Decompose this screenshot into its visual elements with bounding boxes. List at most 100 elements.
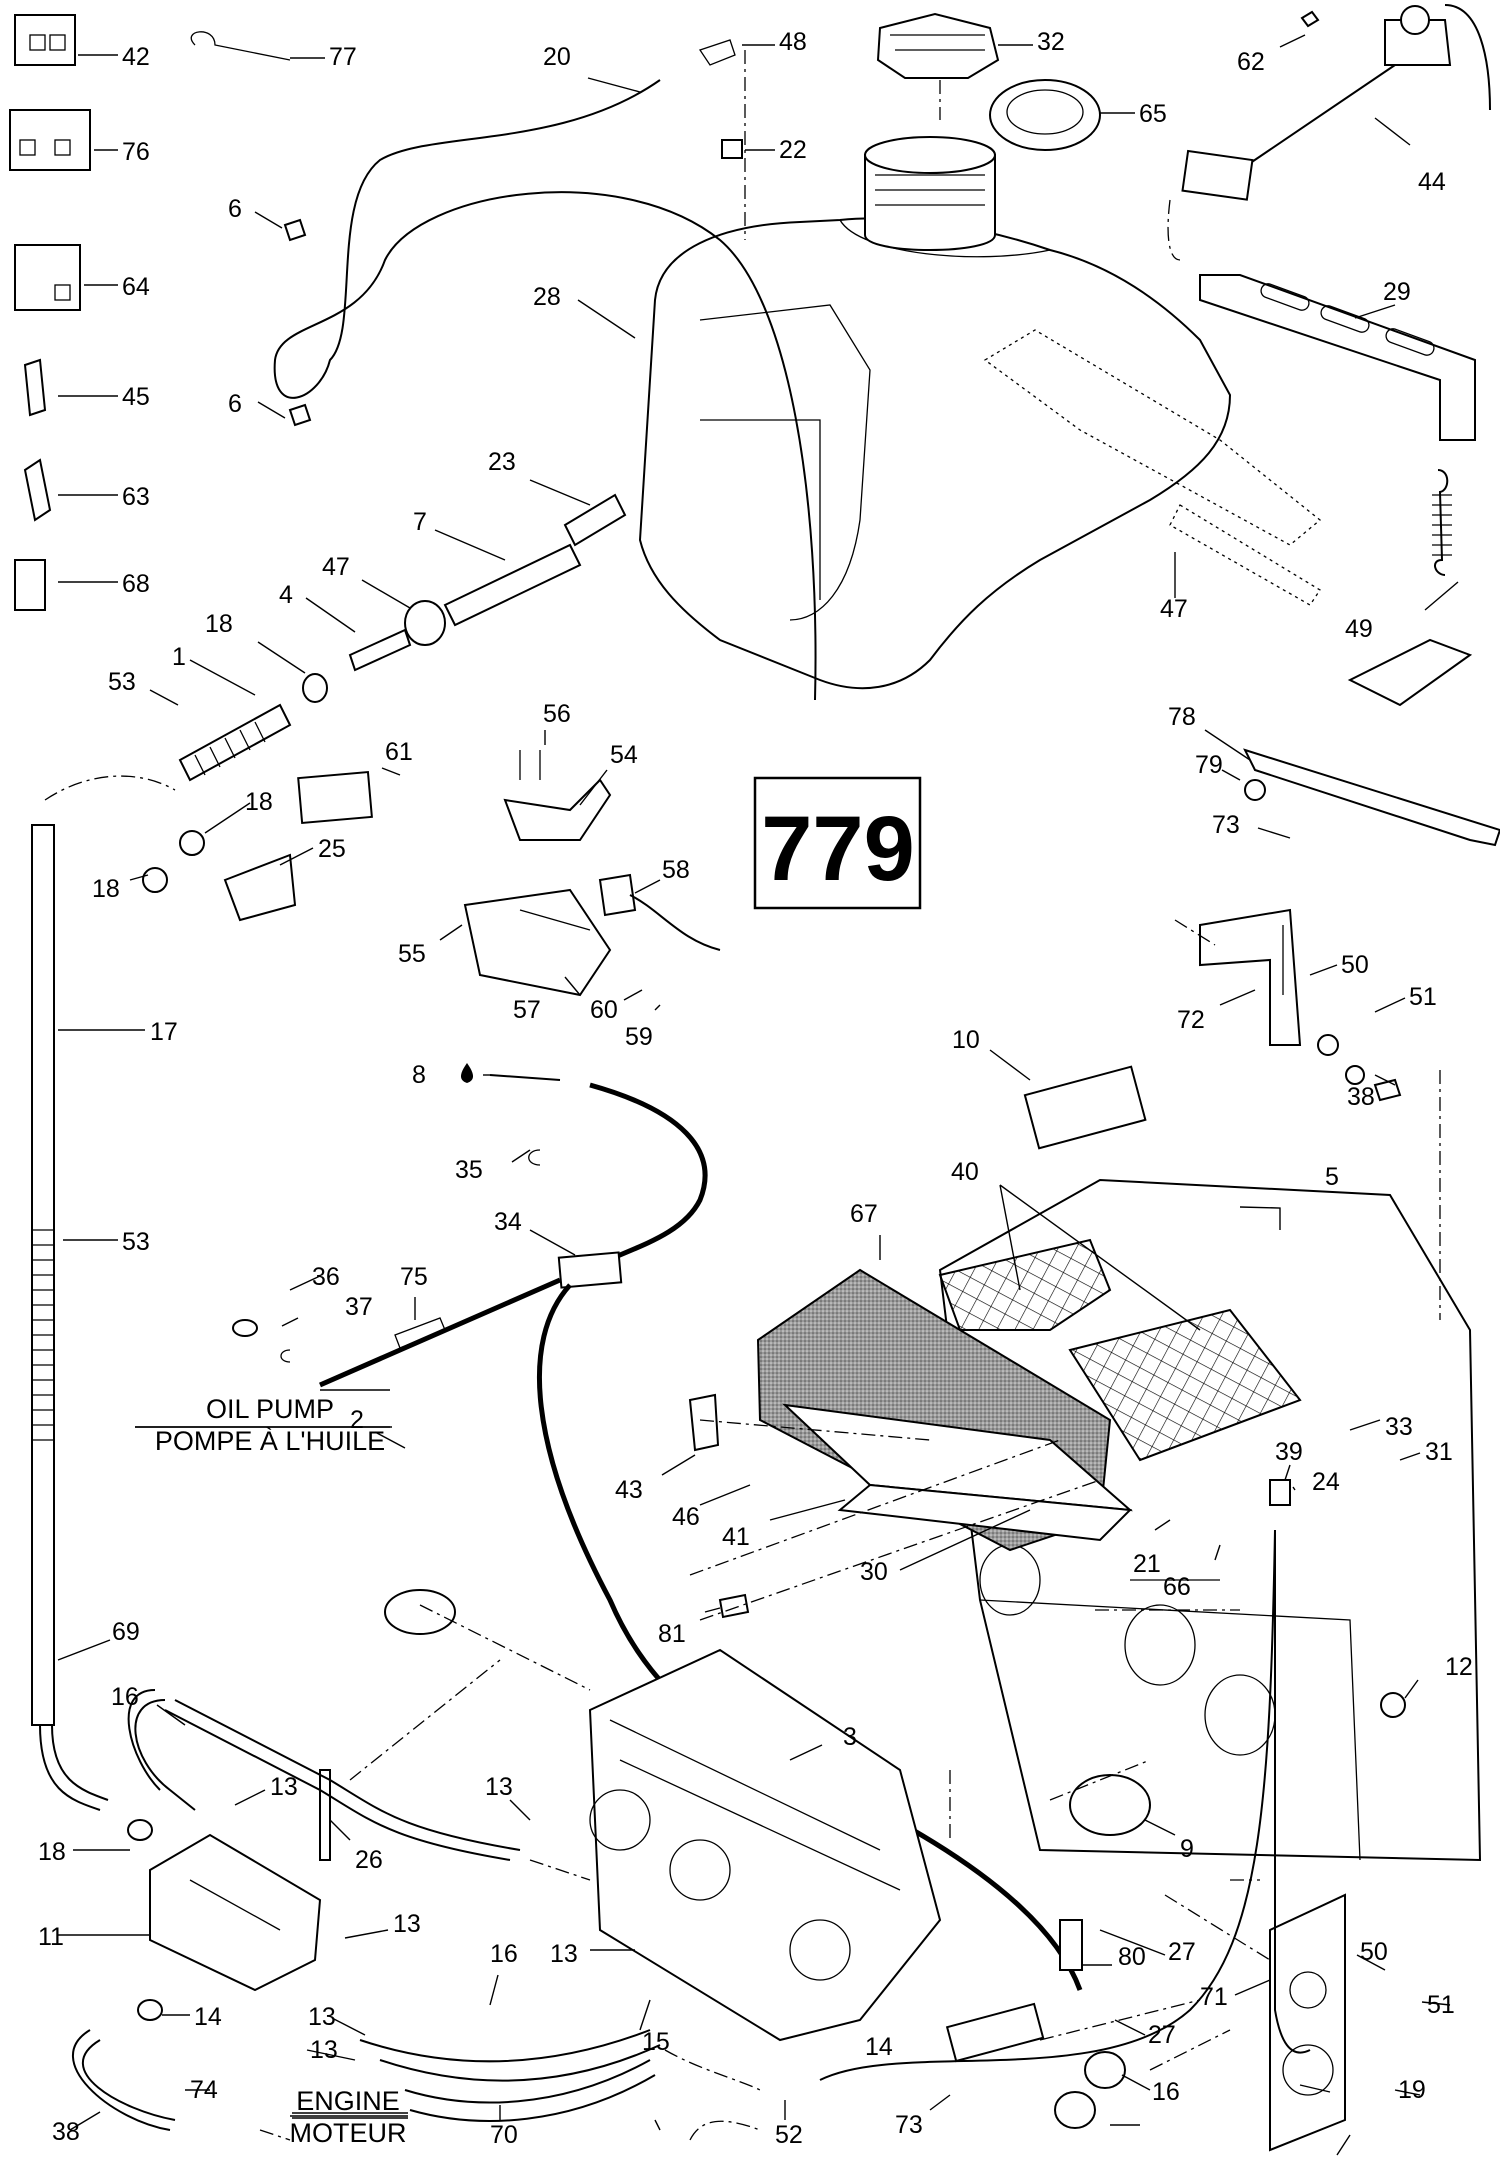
callout: 51: [1409, 983, 1437, 1011]
callout: 40: [951, 1158, 979, 1186]
callout: 29: [1383, 278, 1411, 306]
callout: 31: [1425, 1438, 1453, 1466]
oil-pump-label-en: OIL PUMP: [206, 1394, 334, 1424]
primer-pump: [945, 748, 1500, 2152]
callout: 64: [122, 273, 150, 301]
callout: 79: [1195, 751, 1223, 779]
callout: 6: [228, 390, 242, 418]
callout: 18: [245, 788, 273, 816]
callout: 37: [345, 1293, 373, 1321]
callout: 8: [412, 1061, 426, 1089]
callout: 16: [111, 1683, 139, 1711]
callout: 9: [1180, 1835, 1194, 1863]
callout: 51: [1427, 1991, 1455, 2019]
callout: 3: [843, 1723, 857, 1751]
callout: 5: [1325, 1163, 1339, 1191]
carburetor-bank: [588, 1648, 942, 2042]
callout: 22: [779, 136, 807, 164]
callout: 25: [318, 835, 346, 863]
callout: 63: [122, 483, 150, 511]
callout: 36: [312, 1263, 340, 1291]
callout: 47: [322, 553, 350, 581]
callout: 14: [865, 2033, 893, 2061]
callout: 70: [490, 2121, 518, 2149]
callout: 13: [270, 1773, 298, 1801]
callout: 1: [172, 643, 186, 671]
diagram-title: 779: [761, 798, 915, 900]
engine-label-fr: MOTEUR: [290, 2118, 407, 2148]
callout: 13: [310, 2036, 338, 2064]
callout: 41: [722, 1523, 750, 1551]
callout-numbers: 42 77 20 48 32 62 76 22 65 44 6 64 28 29…: [38, 28, 1473, 2149]
air-silencer: [384, 1178, 1482, 1862]
callout: 45: [122, 383, 150, 411]
callout: 52: [775, 2121, 803, 2149]
callout: 14: [194, 2003, 222, 2031]
throttle-housing: [463, 750, 721, 997]
callout: 27: [1168, 1938, 1196, 1966]
callout: 72: [1177, 1006, 1205, 1034]
connectors: [9, 14, 291, 611]
callout: 27: [1148, 2021, 1176, 2049]
tank-strap: [1199, 274, 1476, 441]
alignment-lines: [259, 50, 1441, 2141]
callout: 73: [895, 2111, 923, 2139]
callout: 65: [1139, 100, 1167, 128]
callout-leaders: [57, 34, 1459, 2156]
callout: 42: [122, 43, 150, 71]
callout: 59: [625, 1023, 653, 1051]
callout: 28: [533, 283, 561, 311]
callout: 53: [122, 1228, 150, 1256]
callout: 26: [355, 1846, 383, 1874]
spring: [1432, 469, 1452, 576]
callout: 18: [92, 875, 120, 903]
callout: 13: [308, 2003, 336, 2031]
oil-pump-label-fr: POMPE À L'HUILE: [155, 1426, 385, 1456]
rubber-pad: [1347, 638, 1473, 707]
callout: 58: [662, 856, 690, 884]
callout: 54: [610, 741, 638, 769]
callout: 75: [400, 1263, 428, 1291]
callout: 17: [150, 1018, 178, 1046]
callout: 15: [642, 2028, 670, 2056]
callout: 48: [779, 28, 807, 56]
callout: 56: [543, 700, 571, 728]
callout: 68: [122, 570, 150, 598]
callout: 16: [1152, 2078, 1180, 2106]
callout: 74: [190, 2076, 218, 2104]
engine-label-en: ENGINE: [296, 2086, 400, 2116]
cap-gasket: [989, 79, 1101, 151]
callout: 57: [513, 996, 541, 1024]
callout: 78: [1168, 703, 1196, 731]
callout: 23: [488, 448, 516, 476]
callout: 80: [1118, 1943, 1146, 1971]
callout: 76: [122, 138, 150, 166]
callout: 61: [385, 738, 413, 766]
callout: 62: [1237, 48, 1265, 76]
callout: 32: [1037, 28, 1065, 56]
callout: 47: [1160, 595, 1188, 623]
fuel-sender: [1181, 4, 1491, 201]
callout: 60: [590, 996, 618, 1024]
callout: 49: [1345, 615, 1373, 643]
callout: 20: [543, 43, 571, 71]
callout: 67: [850, 1200, 878, 1228]
callout: 16: [490, 1940, 518, 1968]
callout: 21: [1133, 1550, 1161, 1578]
fuel-cap: [876, 12, 1000, 79]
diagram-title-box: 779: [753, 776, 922, 910]
callout: 66: [1163, 1573, 1191, 1601]
callout: 6: [228, 195, 242, 223]
callout: 50: [1360, 1938, 1388, 1966]
callout: 50: [1341, 951, 1369, 979]
callout: 44: [1418, 168, 1446, 196]
callout: 73: [1212, 811, 1240, 839]
callout: 35: [455, 1156, 483, 1184]
callout: 11: [38, 1923, 64, 1951]
callout: 71: [1200, 1983, 1228, 2011]
callout: 39: [1275, 1438, 1303, 1466]
callout: 38: [1347, 1083, 1375, 1111]
callout: 13: [550, 1940, 578, 1968]
label-61: [297, 770, 373, 825]
